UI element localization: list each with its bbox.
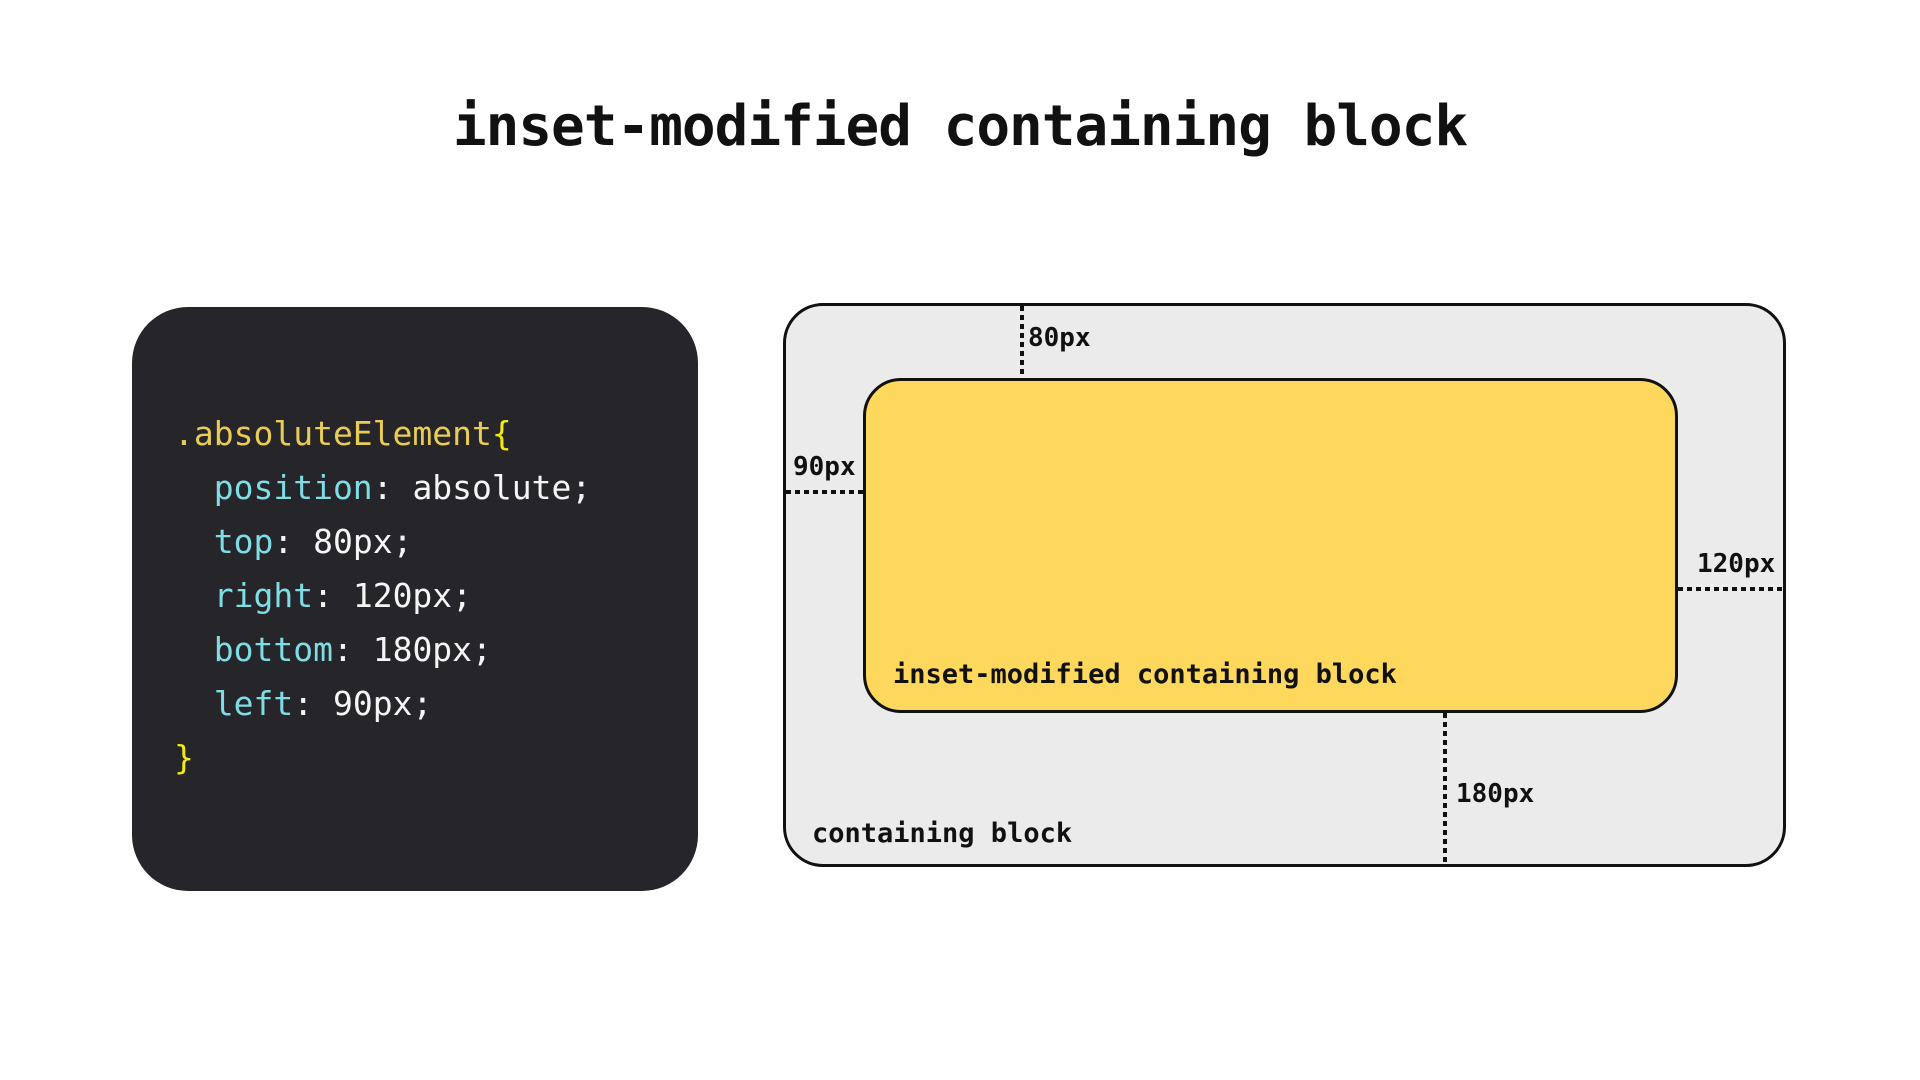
css-property-value: 120px [352,576,453,615]
css-property-value: 180px [372,630,473,669]
code-line-selector: .absoluteElement{ [174,407,698,461]
css-property-value: absolute [412,468,572,507]
css-property-name: left [213,684,294,723]
css-property-name: top [213,522,274,561]
code-line-bottom: bottom: 180px; [174,623,698,677]
inset-modified-containing-block: inset-modified containing block [863,378,1678,713]
open-brace: { [491,414,512,453]
semicolon: ; [452,576,473,615]
code-line-top: top: 80px; [174,515,698,569]
css-property-value: 90px [332,684,413,723]
containing-block: 80px 90px 120px 180px inset-modified con… [783,303,1786,867]
close-brace: } [174,738,194,777]
dimension-line-bottom [1443,713,1447,864]
css-property-name: right [213,576,314,615]
css-selector: .absoluteElement [174,414,492,453]
colon: : [313,576,353,615]
dimension-label-bottom: 180px [1456,779,1535,809]
semicolon: ; [392,522,413,561]
code-line-left: left: 90px; [174,677,698,731]
dimension-label-right: 120px [1697,549,1776,579]
dimension-label-top: 80px [1028,323,1091,353]
dimension-line-right [1678,587,1783,591]
code-panel: .absoluteElement{ position: absolute; to… [132,307,698,891]
code-line-position: position: absolute; [174,461,698,515]
semicolon: ; [412,684,433,723]
page-title: inset-modified containing block [452,94,1468,159]
dimension-line-left [786,490,863,494]
code-line-close: } [174,731,698,785]
colon: : [273,522,314,561]
css-property-name: position [213,468,373,507]
css-code-snippet: .absoluteElement{ position: absolute; to… [132,307,698,785]
semicolon: ; [472,630,492,669]
dimension-label-left: 90px [793,452,856,482]
containing-block-label: containing block [812,818,1073,849]
colon: : [372,468,413,507]
css-property-name: bottom [213,630,333,669]
inset-modified-containing-block-label: inset-modified containing block [893,659,1397,690]
colon: : [332,630,373,669]
dimension-line-top [1020,306,1024,378]
code-line-right: right: 120px; [174,569,698,623]
colon: : [293,684,333,723]
css-property-value: 80px [313,522,393,561]
semicolon: ; [571,468,592,507]
